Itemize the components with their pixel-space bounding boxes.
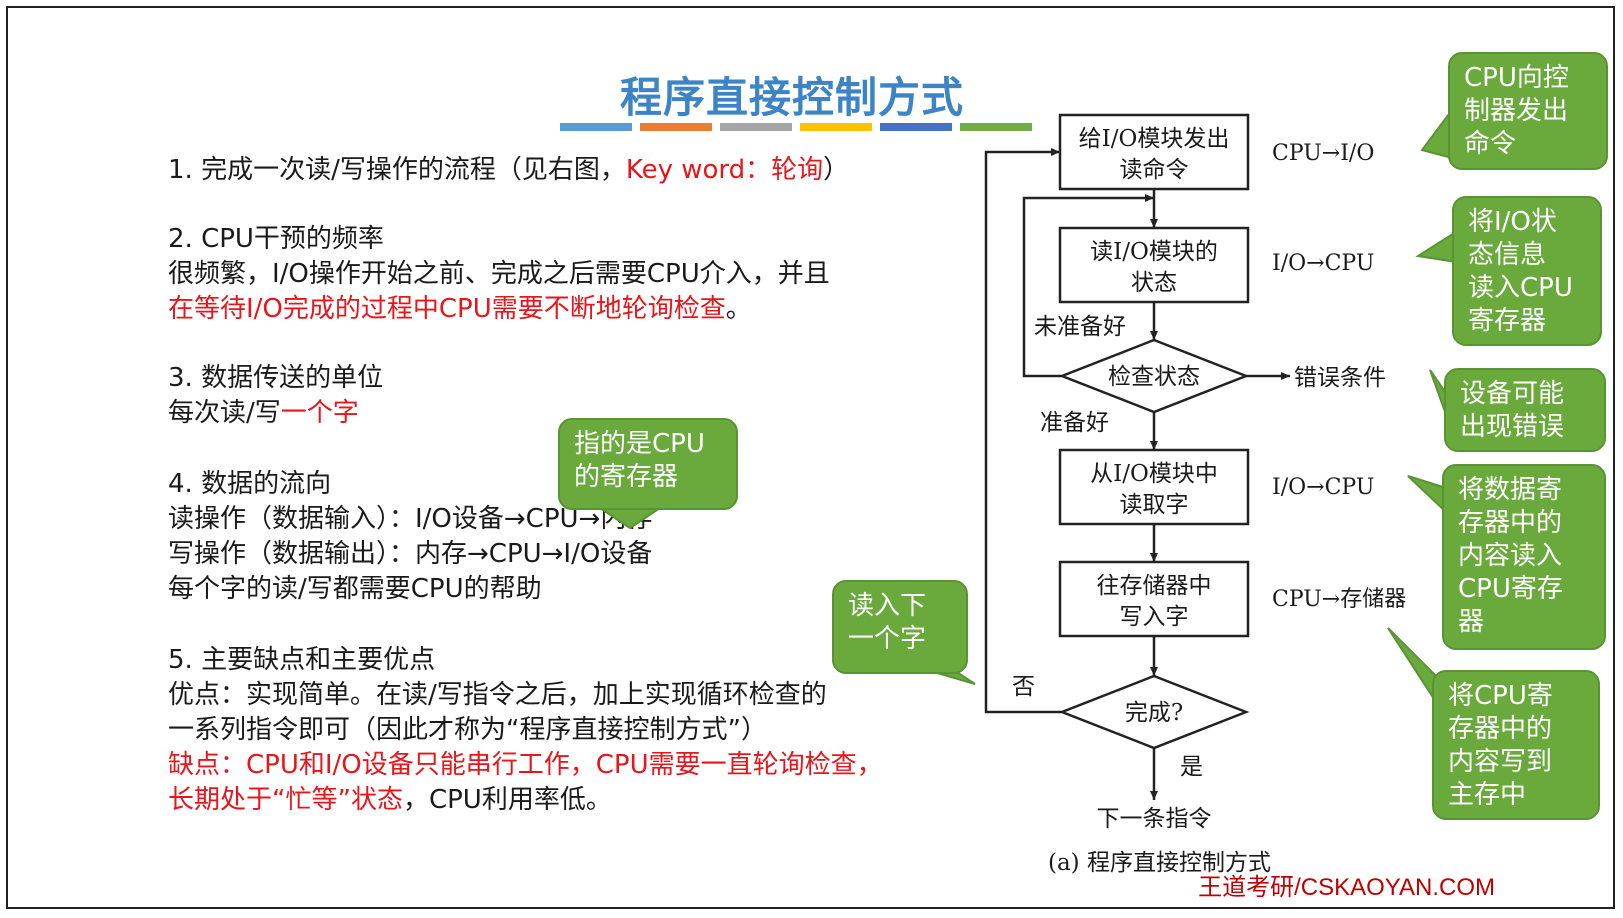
- section-4-line2: 写操作（数据输出）：内存→CPU→I/O设备: [168, 539, 653, 569]
- flow-box1-line1: 给I/O模块发出: [1079, 126, 1230, 152]
- flow-side-4: CPU→存储器: [1272, 587, 1406, 612]
- bubble-line: 设备可能: [1460, 379, 1565, 409]
- bubble-line: CPU寄存: [1458, 574, 1563, 604]
- section-1-tail: ）: [823, 155, 850, 185]
- flow-box3-line2: 读取字: [1120, 492, 1189, 518]
- section-3-heading: 3. 数据传送的单位: [168, 363, 384, 393]
- accent-bar: [880, 123, 952, 131]
- accent-bars: [560, 123, 1032, 131]
- bubble-line: 读入下: [848, 591, 927, 621]
- bubble-line: 制器发出: [1464, 96, 1569, 126]
- section-3-red: 一个字: [280, 398, 359, 428]
- section-4: 4. 数据的流向 读操作（数据输入）：I/O设备→CPU→内存 写操作（数据输出…: [168, 467, 652, 607]
- arrow-loop-no: [984, 148, 1062, 714]
- bubble-line: 读入CPU: [1468, 273, 1573, 303]
- flow-not-ready-label: 未准备好: [1034, 314, 1126, 340]
- footer-watermark: 王道考研/CSKAOYAN.COM: [1198, 874, 1495, 901]
- accent-bar: [720, 123, 792, 131]
- bubble-line: 存器中的: [1448, 714, 1553, 744]
- bubble-line: 一个字: [848, 624, 927, 654]
- flow-next-label: 下一条指令: [1097, 806, 1212, 832]
- bubble-tail-cpu-reg-write: [1387, 627, 1437, 706]
- bubble-tail-data-reg: [1407, 475, 1447, 515]
- section-5-line3: 缺点：CPU和I/O设备只能串行工作，CPU需要一直轮询检查，: [168, 750, 883, 780]
- section-4-line3: 每个字的读/写都需要CPU的帮助: [168, 574, 542, 604]
- section-3: 3. 数据传送的单位 每次读/写一个字: [168, 361, 383, 431]
- flow-yes-label: 是: [1180, 754, 1203, 780]
- bubble-line: 态信息: [1468, 240, 1547, 270]
- flow-side-1: CPU→I/O: [1272, 141, 1374, 166]
- section-2-heading: 2. CPU干预的频率: [168, 224, 384, 254]
- accent-bar: [800, 123, 872, 131]
- bubble-line: 存器中的: [1458, 508, 1563, 538]
- bubble-next-word: 读入下 一个字: [832, 580, 968, 674]
- flow-box3-line1: 从I/O模块中: [1090, 461, 1218, 487]
- arrow-loop-not-ready: [1022, 194, 1154, 378]
- section-1: 1. 完成一次读/写操作的流程（见右图，Key word：轮询）: [168, 153, 849, 188]
- keyword: Key word：轮询: [625, 155, 824, 185]
- section-5-line1: 优点：实现简单。在读/写指令之后，加上实现循环检查的: [168, 680, 827, 710]
- bubble-cpu-register: 指的是CPU 的寄存器: [558, 418, 738, 510]
- bubble-line: 主存中: [1448, 780, 1527, 810]
- flow-ready-label: 准备好: [1040, 410, 1109, 436]
- accent-bar: [960, 123, 1032, 131]
- flow-no-label: 否: [1012, 674, 1035, 700]
- accent-bar: [640, 123, 712, 131]
- flow-box-read-status: [1058, 226, 1250, 304]
- bubble-data-reg: 将数据寄 存器中的 内容读入 CPU寄存 器: [1442, 464, 1606, 650]
- flow-box4-line1: 往存储器中: [1097, 573, 1212, 599]
- flow-diamond1-label: 检查状态: [1108, 364, 1200, 390]
- flow-box2-line1: 读I/O模块的: [1090, 239, 1218, 265]
- bubble-line: 指的是CPU: [574, 429, 705, 459]
- bubble-line: 将数据寄: [1458, 475, 1563, 505]
- flow-side-2: I/O→CPU: [1272, 251, 1374, 276]
- bubble-tail-io-status: [1415, 230, 1457, 264]
- flow-side-3: I/O→CPU: [1272, 475, 1374, 500]
- accent-bar: [560, 123, 632, 131]
- section-4-heading: 4. 数据的流向: [168, 469, 332, 499]
- section-2: 2. CPU干预的频率 很频繁，I/O操作开始之前、完成之后需要CPU介入，并且…: [168, 222, 830, 327]
- flow-box4-line2: 写入字: [1120, 604, 1189, 630]
- bubble-device-error: 设备可能 出现错误: [1444, 368, 1606, 452]
- section-3-prefix: 每次读/写: [168, 398, 281, 428]
- flow-diamond2-label: 完成?: [1125, 700, 1183, 726]
- page-title: 程序直接控制方式: [620, 73, 965, 122]
- section-2-line2: 在等待I/O完成的过程中CPU需要不断地轮询检查: [168, 294, 726, 324]
- section-5-heading: 5. 主要缺点和主要优点: [168, 645, 436, 675]
- flow-caption: (a) 程序直接控制方式: [1048, 850, 1271, 876]
- flow-box1-line2: 读命令: [1120, 157, 1189, 183]
- flow-box-read-word: [1058, 448, 1250, 526]
- bubble-line: 内容写到: [1448, 747, 1553, 777]
- bubble-line: 内容读入: [1458, 541, 1563, 571]
- section-5-line2: 一系列指令即可（因此才称为“程序直接控制方式”）: [168, 715, 767, 745]
- bubble-line: 命令: [1464, 129, 1517, 159]
- bubble-cpu-reg-write: 将CPU寄 存器中的 内容写到 主存中: [1432, 670, 1600, 820]
- slide-frame: [6, 6, 1615, 909]
- bubble-io-status: 将I/O状 态信息 读入CPU 寄存器: [1452, 196, 1602, 346]
- section-1-text: 1. 完成一次读/写操作的流程（见右图，: [168, 155, 626, 185]
- section-5: 5. 主要缺点和主要优点 优点：实现简单。在读/写指令之后，加上实现循环检查的 …: [168, 643, 883, 818]
- section-2-line2-end: 。: [725, 294, 752, 324]
- bubble-line: CPU向控: [1464, 63, 1569, 93]
- bubble-cpu-command: CPU向控 制器发出 命令: [1448, 52, 1608, 170]
- bubble-tail-cpu-register: [596, 507, 664, 530]
- section-2-line1: 很频繁，I/O操作开始之前、完成之后需要CPU介入，并且: [168, 259, 830, 289]
- section-5-line4-red: 长期处于“忙等”状态: [168, 785, 403, 815]
- section-5-line4-tail: ，CPU利用率低。: [402, 785, 612, 815]
- flow-box2-line2: 状态: [1131, 270, 1177, 296]
- bubble-line: 寄存器: [1468, 306, 1547, 336]
- bubble-line: 将I/O状: [1468, 207, 1557, 237]
- bubble-line: 将CPU寄: [1448, 681, 1553, 711]
- bubble-line: 出现错误: [1460, 412, 1565, 442]
- bubble-line: 器: [1458, 607, 1485, 637]
- flow-error-label: 错误条件: [1294, 365, 1386, 391]
- bubble-line: 的寄存器: [574, 462, 679, 492]
